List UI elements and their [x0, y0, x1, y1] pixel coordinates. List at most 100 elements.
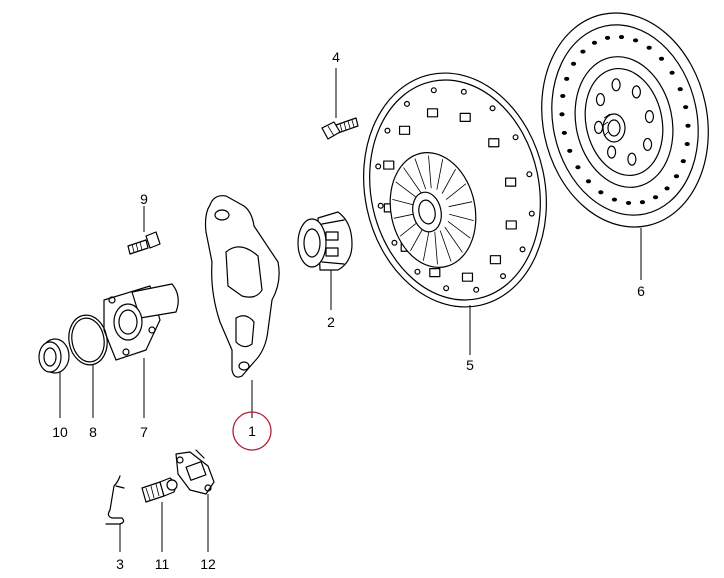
- callout-1[interactable]: 1: [248, 423, 256, 439]
- plate-mounting-holes: [375, 87, 535, 293]
- disc-hole: [639, 200, 646, 205]
- disc-hole: [560, 93, 566, 98]
- release-bearing[interactable]: [297, 211, 353, 271]
- plate-rib: [459, 112, 471, 122]
- disc-hole: [564, 76, 570, 81]
- plate-hole: [473, 286, 480, 293]
- plate-hole: [528, 210, 535, 217]
- disc-hole: [567, 148, 573, 153]
- callout-7[interactable]: 7: [140, 424, 148, 440]
- plate-hole: [526, 171, 533, 178]
- plate-rib: [383, 160, 395, 170]
- ball-stud[interactable]: [141, 477, 178, 503]
- finger-slot: [436, 159, 444, 190]
- callout-11[interactable]: 11: [155, 556, 170, 572]
- finger-slot: [441, 168, 456, 194]
- disc-window: [611, 78, 621, 92]
- finger-slot: [410, 226, 425, 252]
- disc-hole: [673, 174, 680, 179]
- callout-2[interactable]: 2: [327, 314, 335, 330]
- finger-slot: [403, 167, 422, 194]
- finger-slot: [447, 220, 471, 239]
- plate-hole: [414, 268, 421, 275]
- plate-hole: [391, 239, 398, 246]
- spring-clip[interactable]: [105, 475, 125, 525]
- disc-hole: [618, 35, 625, 40]
- disc-hole: [683, 105, 689, 110]
- plate-rib: [488, 138, 500, 148]
- disc-hole: [570, 61, 577, 66]
- plate-hole: [375, 163, 382, 170]
- o-ring[interactable]: [65, 312, 111, 368]
- plate-rib: [489, 255, 502, 265]
- disc-hole: [658, 56, 665, 61]
- disc-rivet-holes: [559, 35, 691, 205]
- finger-slot: [414, 158, 427, 190]
- plate-hole: [403, 100, 410, 107]
- disc-window: [595, 92, 606, 107]
- callout-8[interactable]: 8: [89, 424, 97, 440]
- plate-rib: [505, 220, 517, 230]
- disc-hole: [559, 112, 565, 117]
- disc-hole: [632, 38, 639, 43]
- bolt-4[interactable]: [321, 117, 359, 140]
- disc-hole: [664, 186, 670, 191]
- plate-rib: [426, 108, 439, 118]
- shaft-seal[interactable]: [38, 338, 70, 374]
- disc-window: [607, 145, 617, 159]
- bearing-bracket[interactable]: [175, 449, 215, 495]
- plate-hole: [460, 88, 467, 95]
- highlight-circle[interactable]: [232, 411, 272, 451]
- callout-6[interactable]: 6: [637, 283, 645, 299]
- plate-rib: [461, 272, 474, 282]
- plate-hole: [500, 273, 507, 280]
- disc-hole: [585, 179, 592, 184]
- screw-9[interactable]: [127, 231, 161, 255]
- disc-hole: [591, 40, 598, 45]
- plate-rib: [429, 268, 441, 278]
- disc-window: [631, 85, 641, 99]
- disc-hole: [598, 190, 604, 195]
- guide-tube[interactable]: [103, 283, 179, 361]
- release-fork[interactable]: [204, 195, 280, 378]
- plate-rib: [505, 177, 517, 187]
- disc-hole: [652, 195, 659, 200]
- plate-hole: [443, 285, 450, 292]
- callout-12[interactable]: 12: [200, 556, 216, 572]
- finger-slot: [444, 226, 463, 253]
- disc-hole: [646, 45, 652, 50]
- diaphragm-fingers: [392, 155, 474, 265]
- disc-hole: [625, 200, 632, 205]
- finger-slot: [422, 230, 430, 261]
- disc-hole: [680, 159, 686, 164]
- clutch-disc[interactable]: [522, 0, 724, 243]
- finger-slot: [449, 213, 474, 221]
- finger-slot: [434, 231, 438, 265]
- callout-labels: 4 9 2 5 6 1 7 8 10 3 11 12: [52, 49, 645, 572]
- finger-slot: [448, 201, 473, 208]
- plate-hole: [430, 87, 437, 94]
- callout-5[interactable]: 5: [466, 357, 474, 373]
- finger-slot: [428, 155, 432, 189]
- finger-slot: [395, 181, 419, 200]
- disc-hole: [580, 49, 586, 54]
- disc-hole: [611, 197, 618, 202]
- callout-4[interactable]: 4: [332, 49, 340, 65]
- callout-3[interactable]: 3: [116, 556, 124, 572]
- plate-hole: [377, 202, 384, 209]
- callout-10[interactable]: 10: [52, 424, 68, 440]
- finger-slot: [439, 230, 452, 262]
- disc-window: [627, 152, 637, 166]
- plate-hole: [489, 105, 496, 112]
- disc-hole: [669, 70, 675, 75]
- disc-hole: [561, 130, 567, 135]
- callout-9[interactable]: 9: [140, 191, 148, 207]
- finger-slot: [445, 183, 467, 200]
- pressure-plate[interactable]: [342, 56, 567, 324]
- disc-hole: [604, 35, 611, 40]
- disc-window: [642, 137, 653, 152]
- disc-hole: [677, 87, 683, 92]
- disc-hole: [575, 165, 581, 170]
